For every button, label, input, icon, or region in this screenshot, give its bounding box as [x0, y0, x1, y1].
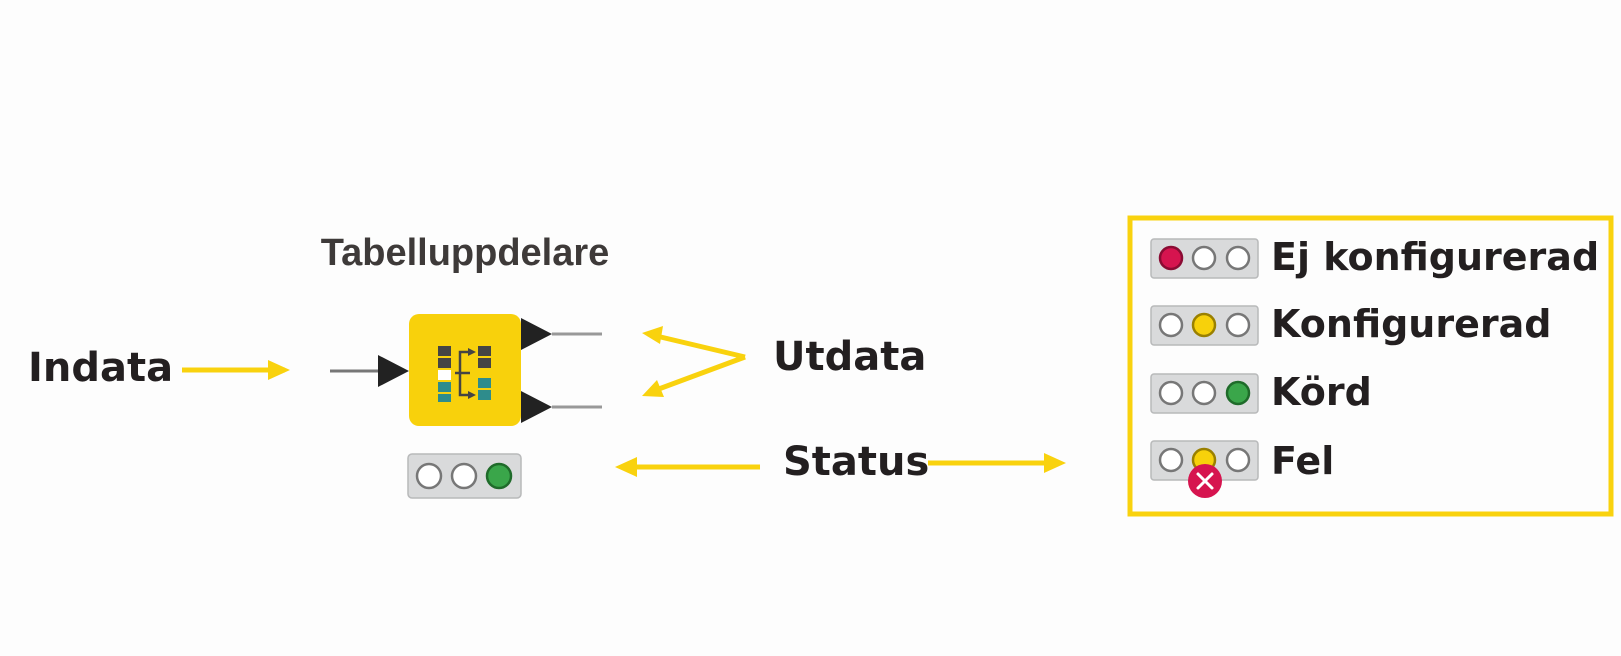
- status-legend: Ej konfigurerad Konfigurerad Körd: [1127, 215, 1614, 517]
- status-label: Status: [783, 439, 929, 485]
- output-arrow-top-head: [642, 326, 663, 344]
- legend-label: Konfigurerad: [1271, 302, 1551, 346]
- input-port[interactable]: [378, 355, 409, 387]
- legend-label: Ej konfigurerad: [1271, 235, 1599, 279]
- status-arrow-left-head: [615, 457, 637, 477]
- status-arrow-right-head: [1044, 453, 1066, 473]
- output-label: Utdata: [773, 334, 926, 380]
- legend-frame: [1127, 215, 1614, 517]
- output-port-top[interactable]: [521, 318, 552, 350]
- output-arrow-top: [647, 331, 746, 360]
- legend-item-configured: Konfigurerad: [1150, 302, 1551, 346]
- legend-label: Fel: [1271, 439, 1334, 483]
- node-status-light: [407, 453, 522, 499]
- table-split-icon: [438, 346, 491, 402]
- input-label: Indata: [28, 345, 173, 391]
- legend-item-not-configured: Ej konfigurerad: [1150, 235, 1599, 279]
- input-arrow-head: [268, 360, 290, 380]
- error-x-icon: [1188, 464, 1222, 498]
- legend-item-executed: Körd: [1150, 370, 1372, 414]
- node-title: Tabelluppdelare: [321, 232, 610, 274]
- legend-label: Körd: [1271, 370, 1372, 414]
- node-body[interactable]: [409, 314, 521, 426]
- output-arrow-bottom: [647, 354, 746, 396]
- output-arrow-bottom-head: [642, 380, 664, 397]
- legend-item-error: Fel: [1150, 439, 1334, 498]
- output-port-bottom[interactable]: [521, 391, 552, 423]
- node-box[interactable]: [409, 314, 521, 426]
